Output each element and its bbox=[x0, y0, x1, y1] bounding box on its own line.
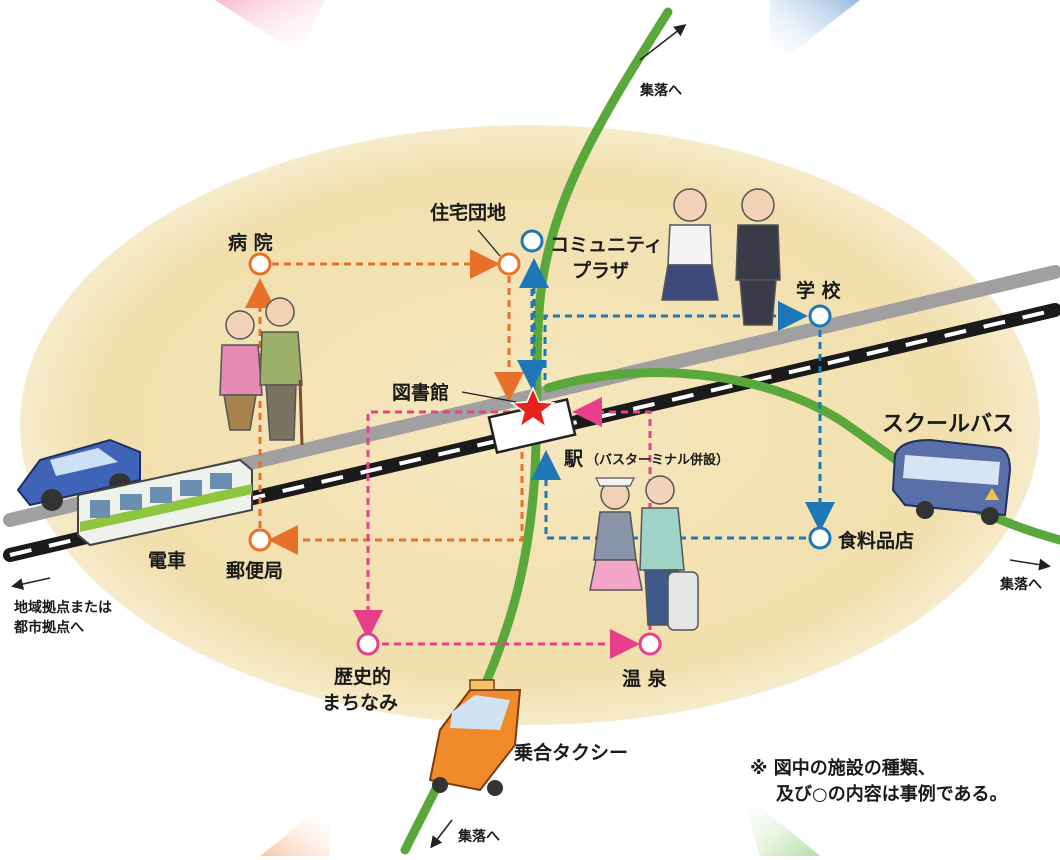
hot-spring-label: 温 泉 bbox=[622, 668, 667, 690]
station-label: 駅 bbox=[564, 448, 584, 470]
grocery-node bbox=[808, 526, 832, 550]
grocery-label: 食料品店 bbox=[838, 530, 915, 552]
to-village-right-label: 集落へ bbox=[1000, 577, 1042, 593]
corner-ray-blue bbox=[770, 0, 860, 70]
library-pointer bbox=[461, 391, 517, 403]
hospital-label: 病 院 bbox=[228, 232, 273, 254]
community-plaza-node bbox=[520, 229, 544, 253]
taxi-icon bbox=[428, 679, 522, 796]
housing-pointer bbox=[477, 229, 501, 257]
people-icon bbox=[219, 297, 304, 446]
school-label: 学 校 bbox=[796, 280, 841, 302]
hot-spring-node bbox=[638, 632, 662, 656]
arrow-icon bbox=[1009, 558, 1051, 571]
footnote-line-1: ※ 図中の施設の種類、 bbox=[750, 758, 936, 779]
community-plaza-label-2: プラザ bbox=[572, 260, 630, 282]
people-icon bbox=[661, 188, 781, 326]
to-village-top-label: 集落へ bbox=[640, 83, 682, 99]
to-village-bottom-label: 集落へ bbox=[458, 829, 500, 845]
corner-ray-pink bbox=[215, 0, 325, 55]
train-icon bbox=[77, 458, 253, 547]
community-plaza-label-1: コミュニティ bbox=[550, 234, 663, 256]
orange-route bbox=[245, 249, 524, 555]
post-office-label: 郵便局 bbox=[226, 560, 284, 582]
arrow-icon bbox=[11, 577, 51, 590]
blue-route bbox=[517, 258, 835, 540]
arrow-icon bbox=[639, 24, 687, 61]
car-icon bbox=[16, 438, 141, 511]
hospital-node bbox=[248, 252, 272, 276]
station-sub-label: （バスターミナル併設） bbox=[586, 453, 730, 468]
housing-node bbox=[497, 252, 521, 276]
train-label: 電車 bbox=[148, 550, 187, 572]
historic-label-2: まちなみ bbox=[322, 692, 399, 714]
library-label: 図書館 bbox=[392, 382, 450, 404]
historic-node bbox=[356, 632, 380, 656]
post-office-node bbox=[248, 528, 272, 552]
school-node bbox=[808, 304, 832, 328]
bus-icon bbox=[891, 438, 1012, 525]
to-hub-label-2: 都市拠点へ bbox=[14, 620, 84, 636]
housing-label: 住宅団地 bbox=[430, 202, 507, 224]
shared-taxi-label: 乗合タクシー bbox=[514, 742, 629, 764]
people-icon bbox=[589, 475, 699, 631]
historic-label-1: 歴史的 bbox=[334, 666, 392, 688]
corner-ray-green bbox=[740, 790, 820, 856]
footnote-line-2: 及び○の内容は事例である。 bbox=[776, 784, 1008, 805]
corner-ray-orange bbox=[260, 800, 330, 856]
school-bus-label: スクールバス bbox=[882, 412, 1015, 437]
star-icon bbox=[509, 386, 557, 429]
to-hub-label-1: 地域拠点または bbox=[14, 600, 112, 616]
arrow-icon bbox=[430, 819, 453, 849]
